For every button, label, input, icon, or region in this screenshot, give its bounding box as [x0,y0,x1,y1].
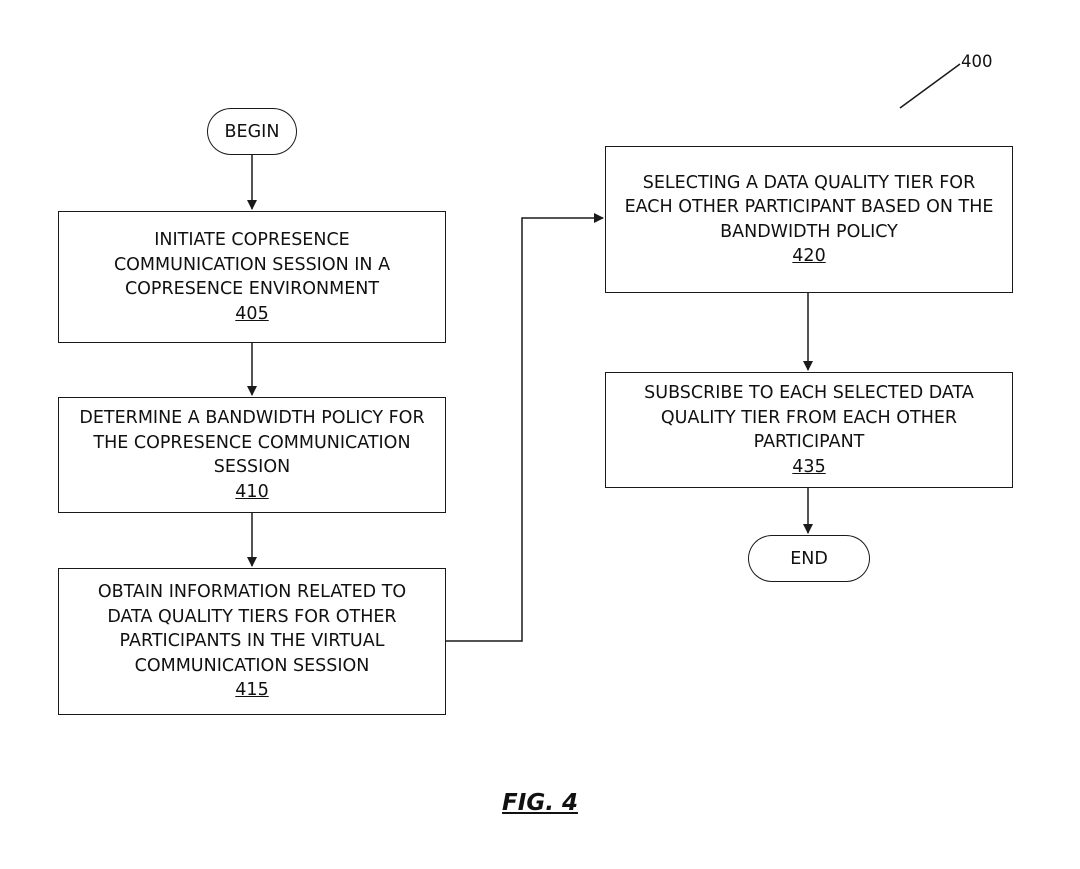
begin-terminal: BEGIN [207,108,297,155]
step-ref-number: 435 [792,456,826,477]
step-text-line: SESSION [213,457,291,477]
step-text-line: PARTICIPANTS IN THE VIRTUAL [119,631,385,652]
step-435-box: SUBSCRIBE TO EACH SELECTED DATA QUALITY … [605,372,1013,488]
step-text-line: COMMUNICATION SESSION [134,655,370,676]
step-420-box: SELECTING A DATA QUALITY TIER FOR EACH O… [605,146,1013,293]
step-text-line: PARTICIPANT [753,432,865,452]
step-text-line: THE COPRESENCE COMMUNICATION [93,432,411,453]
step-ref-number: 415 [235,680,269,701]
step-ref-number: 410 [235,481,269,502]
step-text-line: SUBSCRIBE TO EACH SELECTED DATA [644,383,974,403]
step-text-line: COPRESENCE ENVIRONMENT [124,279,380,299]
end-label: END [790,548,828,569]
step-text-line: OBTAIN INFORMATION RELATED TO [97,582,407,603]
step-text-line: DETERMINE A BANDWIDTH POLICY FOR [79,408,425,428]
step-ref-number: 420 [792,246,826,266]
begin-label: BEGIN [224,121,280,142]
step-ref-number: 405 [235,303,269,324]
end-terminal: END [748,535,870,582]
figure-ref-leader [899,63,961,109]
step-text-line: DATA QUALITY TIERS FOR OTHER [107,606,397,627]
step-405-box: INITIATE COPRESENCE COMMUNICATION SESSIO… [58,211,446,343]
step-text-line: QUALITY TIER FROM EACH OTHER [660,407,958,428]
arrow-415-to-420 [446,213,604,642]
step-text-line: BANDWIDTH POLICY [720,221,898,242]
figure-label: FIG. 4 [502,790,578,816]
step-415-box: OBTAIN INFORMATION RELATED TO DATA QUALI… [58,568,446,715]
step-text-line: COMMUNICATION SESSION IN A [113,254,391,275]
step-410-box: DETERMINE A BANDWIDTH POLICY FOR THE COP… [58,397,446,513]
step-text-line: INITIATE COPRESENCE [154,230,350,250]
step-text-line: EACH OTHER PARTICIPANT BASED ON THE [624,197,994,217]
step-text-line: SELECTING A DATA QUALITY TIER FOR [642,172,976,193]
figure-ref-number: 400 [961,52,993,71]
